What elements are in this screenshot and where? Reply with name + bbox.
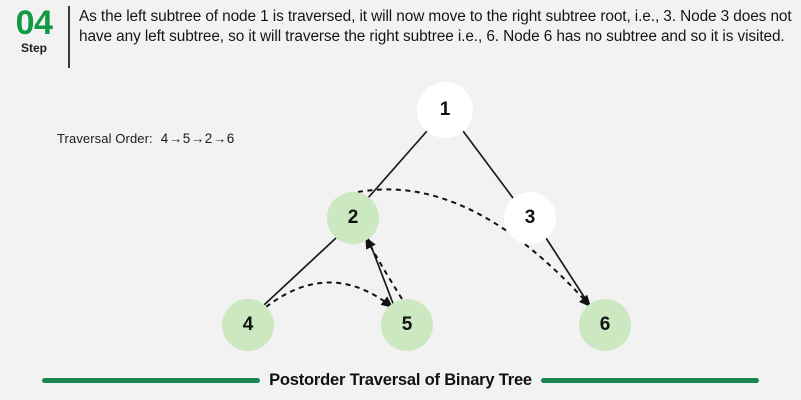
step-number: 04: [15, 4, 53, 42]
step-badge: 04 Step: [0, 0, 68, 54]
tree-node-3[interactable]: 3: [504, 192, 556, 244]
edge-2-4: [263, 237, 337, 306]
tree-node-label: 4: [242, 314, 254, 335]
tree-node-5[interactable]: 5: [381, 299, 433, 351]
tree-node-4[interactable]: 4: [222, 299, 274, 351]
traversal-arrows: [265, 188, 592, 308]
tree-node-label: 3: [524, 207, 536, 228]
edge-1-2: [367, 130, 428, 199]
footer-rule-left: [42, 377, 261, 383]
footer-caption: Postorder Traversal of Binary Tree: [0, 360, 801, 400]
header-divider: [68, 6, 70, 68]
tree-node-6[interactable]: 6: [579, 299, 631, 351]
step-description: As the left subtree of node 1 is travers…: [79, 8, 792, 46]
traversal-order-label: Traversal Order:: [57, 131, 153, 146]
tree-node-label: 5: [401, 314, 413, 335]
edge-3-6: [545, 237, 591, 307]
traversal-arrow-4-to-5: [265, 281, 394, 308]
footer-title: Postorder Traversal of Binary Tree: [269, 370, 532, 389]
tree-node-2[interactable]: 2: [327, 192, 379, 244]
traversal-order: Traversal Order: 4→5→2→6: [57, 131, 235, 146]
edge-1-3: [462, 130, 514, 199]
tree-node-1[interactable]: 1: [417, 82, 473, 138]
step-label: Step: [20, 41, 47, 55]
footer-rule-right: [540, 377, 759, 383]
tree-node-label: 1: [439, 99, 451, 120]
tree-node-label: 2: [347, 207, 359, 228]
traversal-arrow-2-to-6: [357, 188, 592, 308]
tree-node-label: 6: [599, 314, 611, 335]
traversal-order-sequence: 4→5→2→6: [160, 131, 235, 146]
header: 04 Step As the left subtree of node 1 is…: [0, 0, 801, 80]
traversal-arrow-5-to-2: [365, 236, 403, 300]
